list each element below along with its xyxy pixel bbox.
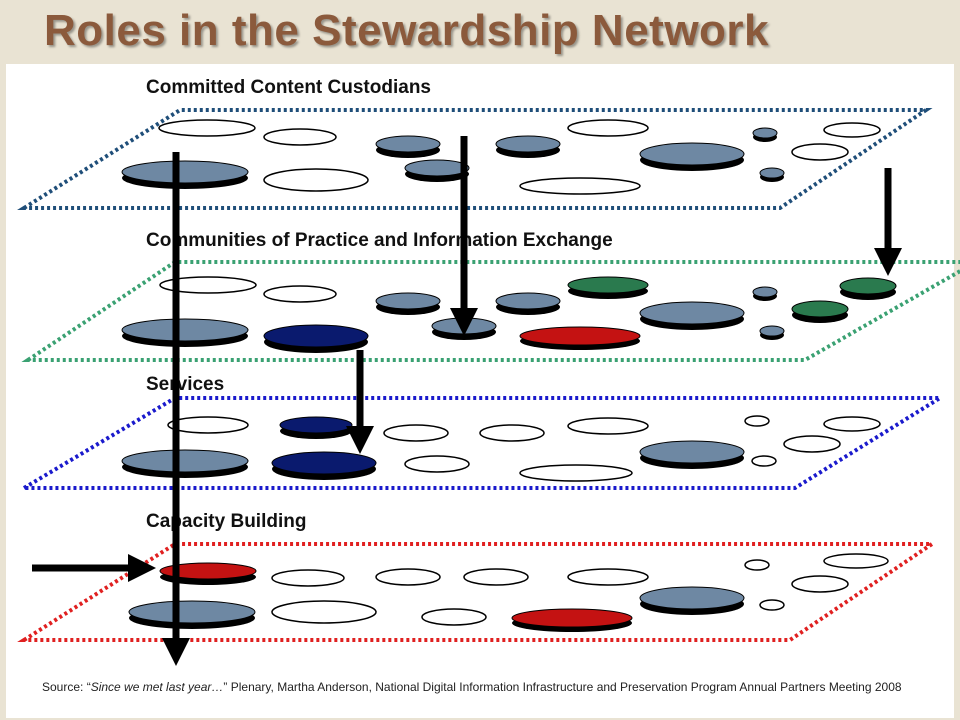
layer-nodes-services (121, 415, 881, 482)
node-empty (263, 168, 369, 192)
node-empty (271, 600, 377, 624)
node-empty (421, 608, 487, 626)
source-talk-title: Since we met last year… (90, 680, 224, 694)
node-red (511, 608, 633, 628)
node-empty (404, 455, 470, 473)
node-green (839, 277, 897, 295)
node-steel (375, 135, 441, 153)
node-empty (375, 568, 441, 586)
layer-nodes-capacity-building (128, 553, 889, 632)
node-empty (167, 416, 249, 434)
node-steel (639, 301, 745, 325)
node-navy (279, 416, 353, 434)
node-steel (639, 440, 745, 464)
node-green (567, 276, 649, 294)
node-green (791, 300, 849, 318)
node-steel (639, 586, 745, 610)
node-empty (783, 435, 841, 453)
layer-plane-committed-content-custodians (17, 108, 933, 210)
node-steel (752, 286, 778, 298)
layer-label-services: Services (146, 374, 224, 395)
node-steel (121, 449, 249, 473)
source-citation: Source: “Since we met last year…” Plenar… (42, 678, 922, 696)
node-steel (495, 135, 561, 153)
node-empty (823, 553, 889, 569)
node-empty (823, 416, 881, 432)
node-empty (383, 424, 449, 442)
node-empty (263, 285, 337, 303)
node-empty (519, 464, 633, 482)
layer-nodes-communities-of-practice (121, 276, 897, 353)
node-navy (263, 324, 369, 348)
layer-nodes-committed-content-custodians (121, 119, 881, 195)
node-empty (744, 415, 770, 427)
node-steel (495, 292, 561, 310)
node-empty (759, 599, 785, 611)
source-details: ” Plenary, Martha Anderson, National Dig… (223, 680, 902, 694)
node-empty (271, 569, 345, 587)
node-steel (639, 142, 745, 166)
node-empty (463, 568, 529, 586)
node-steel (752, 127, 778, 139)
slide-title: Roles in the Stewardship Network (44, 6, 770, 55)
node-empty (823, 122, 881, 138)
source-prefix: Source: “ (42, 680, 91, 694)
node-empty (158, 119, 256, 137)
node-empty (479, 424, 545, 442)
layer-plane-capacity-building (17, 542, 939, 642)
node-steel (759, 167, 785, 179)
arrows (32, 136, 902, 666)
node-steel (375, 292, 441, 310)
node-empty (159, 276, 257, 294)
node-empty (519, 177, 641, 195)
layer-plane-services (16, 396, 948, 490)
node-navy (271, 451, 377, 475)
layer-label-communities-of-practice: Communities of Practice and Information … (146, 230, 613, 251)
node-empty (567, 568, 649, 586)
node-steel (128, 600, 256, 624)
node-steel (121, 318, 249, 342)
node-empty (751, 455, 777, 467)
node-steel (121, 160, 249, 184)
node-empty (791, 575, 849, 593)
node-steel (759, 325, 785, 337)
node-empty (263, 128, 337, 146)
layer-label-capacity-building: Capacity Building (146, 511, 306, 532)
node-red (159, 562, 257, 580)
node-empty (567, 119, 649, 137)
node-empty (791, 143, 849, 161)
layer-label-committed-content-custodians: Committed Content Custodians (146, 77, 431, 98)
node-red (519, 326, 641, 346)
node-empty (744, 559, 770, 571)
node-empty (567, 417, 649, 435)
node-steel (404, 159, 470, 177)
